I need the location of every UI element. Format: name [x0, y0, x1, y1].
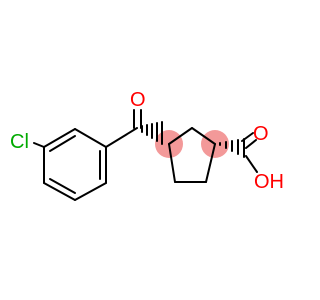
carboxyl-single-bond — [245, 155, 258, 173]
ring-bond — [74, 182, 107, 201]
carboxyl-double-bond — [241, 132, 254, 142]
carbonyl-oxygen-label: O — [130, 89, 146, 111]
aryl-carbonyl-bond — [105, 127, 138, 148]
cyclopentane-ring — [168, 127, 216, 183]
ring-bond — [168, 127, 193, 145]
hashed-wedge-right — [219, 138, 245, 158]
hydroxyl-label: OH — [254, 171, 284, 193]
ring-bond — [43, 128, 76, 148]
ring-double-bond — [49, 178, 76, 194]
hashed-wedge-left — [141, 121, 163, 145]
ring-double-bond — [49, 135, 76, 152]
molecule-diagram: Cl O O OH — [10, 89, 284, 201]
ring-bond — [191, 127, 216, 145]
ring-bond — [168, 143, 176, 183]
ring-bond — [74, 128, 107, 148]
benzene-ring — [43, 128, 107, 201]
carboxyl-double-bond — [245, 139, 257, 149]
carbon-chlorine-bond — [33, 142, 45, 148]
ring-bond — [43, 182, 76, 201]
ring-bond — [205, 143, 216, 183]
chlorine-atom-label: Cl — [10, 131, 29, 153]
carboxyl-oxygen-label: O — [253, 123, 269, 145]
